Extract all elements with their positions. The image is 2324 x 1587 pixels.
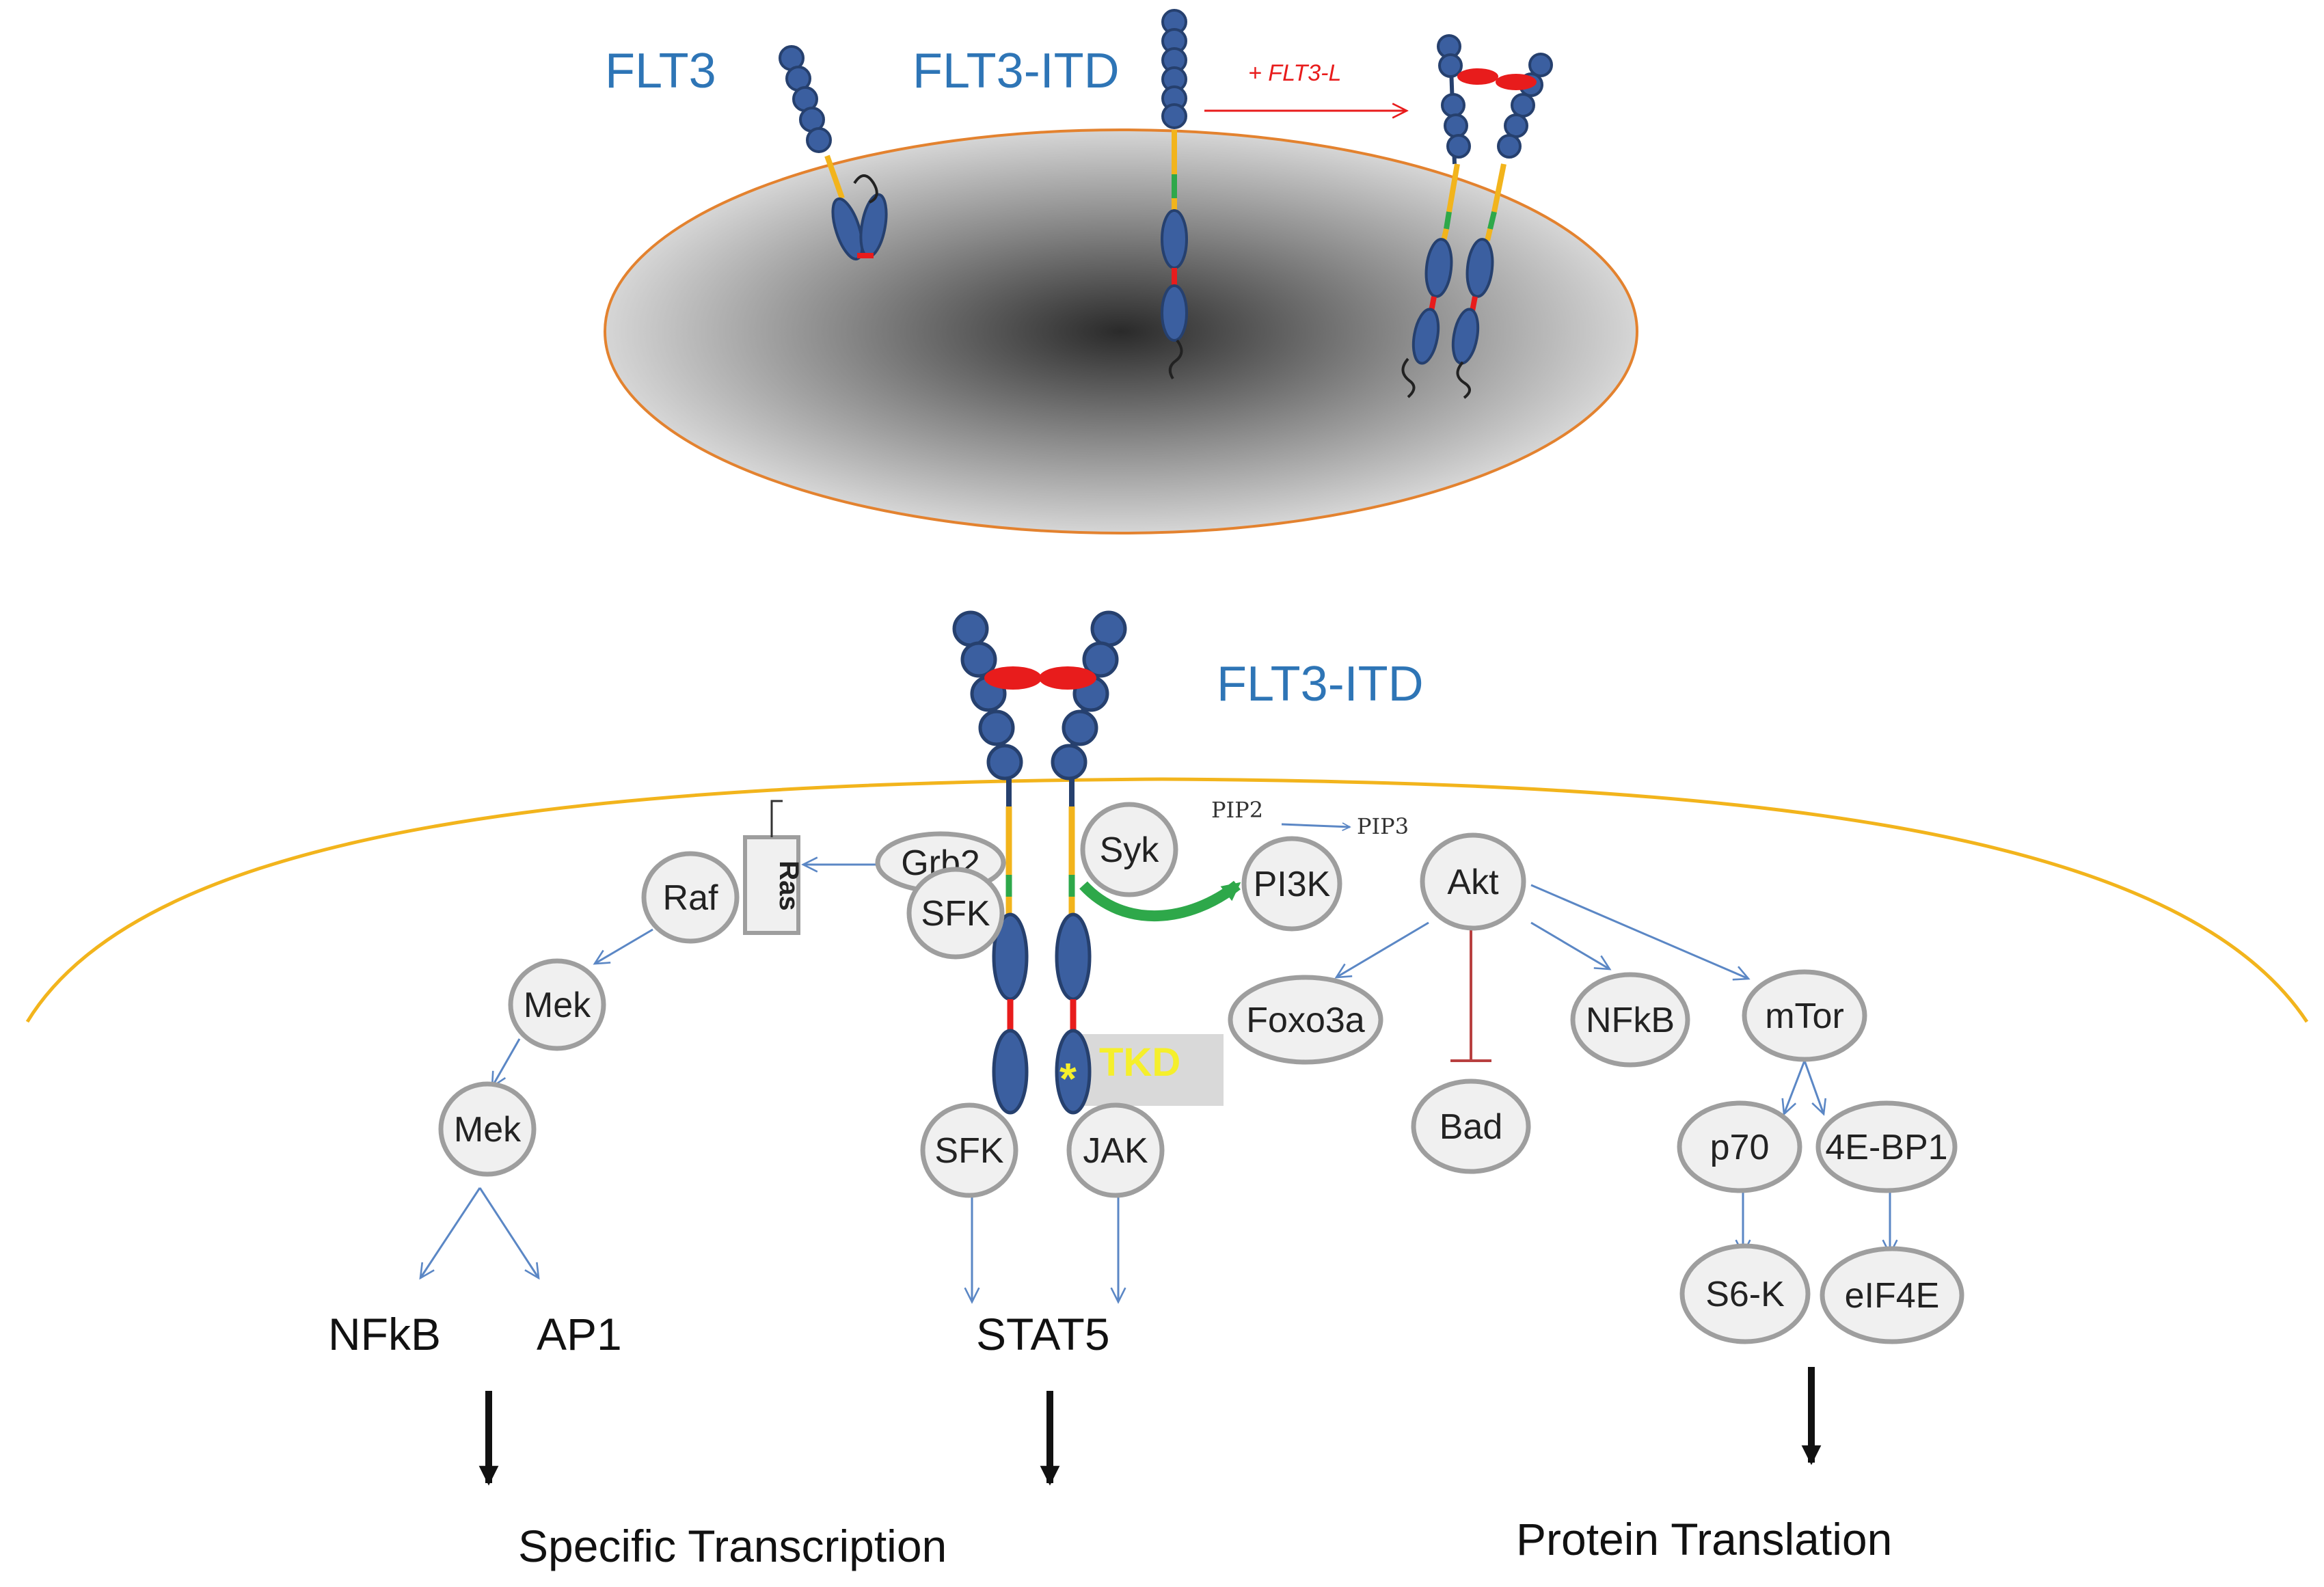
node-sfk-upper: SFK [906, 867, 1005, 960]
svg-text:mTor: mTor [1765, 996, 1844, 1036]
flt3-itd-dimer-top [1401, 34, 1553, 399]
node-bad: Bad [1411, 1079, 1531, 1174]
pip3-label: PIP3 [1357, 813, 1409, 839]
signaling-nodes: Grb2 SFK Syk PI3K Akt Raf Mek Mek [438, 802, 1964, 1344]
svg-text:SFK: SFK [934, 1131, 1003, 1171]
flt3-itd-title-bottom: FLT3-ITD [1217, 657, 1424, 711]
ligand-label: + FLT3-L [1248, 60, 1341, 86]
svg-text:Akt: Akt [1447, 863, 1499, 902]
svg-text:Mek: Mek [524, 986, 591, 1025]
pip2-label: PIP2 [1211, 797, 1263, 823]
svg-text:JAK: JAK [1083, 1131, 1148, 1171]
flt3-itd-dimer-bottom [952, 610, 1127, 1115]
node-syk: Syk [1080, 802, 1178, 897]
node-mek-1: Mek [508, 958, 606, 1051]
svg-text:4E-BP1: 4E-BP1 [1825, 1128, 1947, 1167]
node-jak: JAK [1066, 1102, 1165, 1198]
tkd-domain [1055, 1029, 1092, 1115]
svg-text:NFkB: NFkB [1586, 1001, 1675, 1040]
svg-text:p70: p70 [1710, 1128, 1770, 1167]
node-sfk-lower: SFK [920, 1102, 1018, 1198]
flt3-itd-monomer [1161, 9, 1188, 380]
ras-anchor [770, 800, 783, 837]
output-ap1: AP1 [537, 1309, 622, 1359]
akt-bad-inhibition [1450, 930, 1491, 1062]
flt3-monomer [779, 45, 888, 261]
svg-text:Bad: Bad [1440, 1107, 1503, 1147]
svg-text:Mek: Mek [454, 1110, 522, 1150]
outcome-arrows [478, 1367, 1822, 1486]
svg-text:S6-K: S6-K [1705, 1275, 1785, 1314]
svg-text:Foxo3a: Foxo3a [1246, 1001, 1365, 1040]
output-stat5: STAT5 [976, 1309, 1110, 1359]
node-raf: Raf [641, 851, 740, 944]
node-mtor: mTor [1742, 969, 1867, 1062]
node-nfkb: NFkB [1570, 972, 1690, 1068]
svg-text:SFK: SFK [921, 894, 990, 934]
node-eif4e: eIF4E [1820, 1246, 1964, 1344]
ras-label: Ras [774, 860, 804, 910]
tkd-label: TKD [1099, 1040, 1180, 1085]
cell-body [604, 128, 1638, 534]
output-nfkb: NFkB [328, 1309, 441, 1359]
node-foxo3a: Foxo3a [1228, 975, 1383, 1065]
node-4e-bp1: 4E-BP1 [1815, 1100, 1958, 1193]
specific-transcription-label: Specific Transcription [518, 1521, 947, 1571]
svg-text:Syk: Syk [1100, 830, 1160, 870]
pip-arrow [1281, 824, 1350, 827]
node-p70: p70 [1677, 1100, 1802, 1193]
syk-pi3k-arrow [1079, 880, 1241, 922]
tkd-star: * [1059, 1054, 1077, 1103]
svg-text:eIF4E: eIF4E [1845, 1276, 1940, 1316]
node-pi3k: PI3K [1241, 836, 1342, 932]
protein-translation-label: Protein Translation [1516, 1514, 1892, 1564]
flt3-title: FLT3 [605, 44, 716, 98]
node-mek-2: Mek [438, 1081, 537, 1177]
svg-text:Raf: Raf [663, 878, 718, 918]
tkd-box [1073, 1034, 1224, 1106]
cell-membrane-arc [25, 777, 2309, 1023]
svg-text:PI3K: PI3K [1254, 865, 1331, 904]
node-akt: Akt [1420, 832, 1526, 931]
pathway-arrows [420, 865, 1890, 1302]
flt3-itd-title-top: FLT3-ITD [913, 44, 1120, 98]
node-s6k: S6-K [1679, 1243, 1811, 1344]
